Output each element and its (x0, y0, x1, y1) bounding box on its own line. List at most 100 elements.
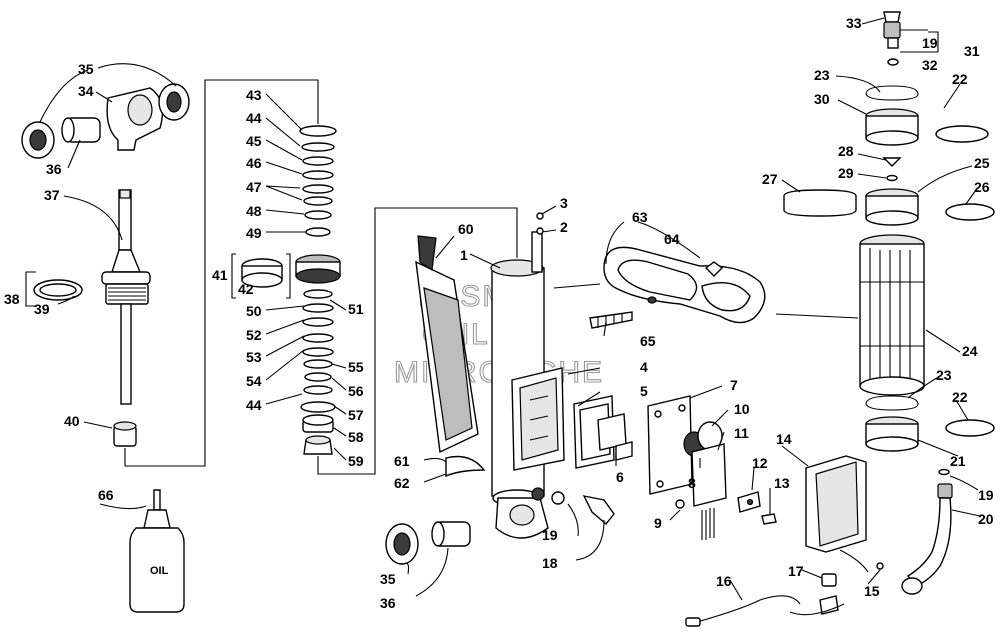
callout-24: 24 (962, 343, 978, 359)
callout-8: 8 (688, 475, 696, 491)
callout-23a: 23 (814, 67, 830, 83)
shaft (101, 189, 151, 405)
callout-39: 39 (34, 301, 50, 317)
callout-42: 42 (238, 281, 254, 297)
callout-5: 5 (640, 383, 648, 399)
callout-55: 55 (348, 359, 364, 375)
decal-sleeve (415, 235, 486, 478)
callout-13: 13 (774, 475, 790, 491)
valve-stack (231, 125, 518, 475)
clamp (589, 246, 766, 329)
fittings (551, 491, 884, 627)
oil-bottle-label: OIL (150, 565, 169, 577)
callout-35: 35 (78, 61, 94, 77)
callout-29: 29 (838, 165, 854, 181)
bracket-clip (737, 491, 777, 525)
callout-11: 11 (734, 425, 749, 441)
callout-1: 1 (460, 247, 468, 263)
callout-43: 43 (246, 87, 262, 103)
callout-65: 65 (640, 333, 656, 349)
connector-line (124, 79, 319, 467)
shaft-eye (106, 87, 164, 151)
callout-19b: 19 (922, 35, 938, 51)
callout-47: 47 (246, 179, 262, 195)
callout-6: 6 (616, 469, 624, 485)
callout-20: 20 (978, 511, 994, 527)
bracket-38 (25, 271, 36, 307)
callout-58: 58 (348, 429, 364, 445)
callout-49: 49 (246, 225, 262, 241)
callout-28: 28 (838, 143, 854, 159)
shaft-assembly (21, 79, 319, 467)
callout-16: 16 (716, 573, 732, 589)
callout-59: 59 (348, 453, 364, 469)
callout-61: 61 (394, 453, 410, 469)
oil-bottle: OIL (129, 489, 185, 613)
callout-60: 60 (458, 221, 474, 237)
callout-numbers: 35 34 36 37 38 39 40 43 44 45 46 47 48 4… (4, 15, 994, 611)
shock-body (490, 212, 565, 539)
sleeve-left (61, 117, 101, 143)
callout-64: 64 (664, 231, 680, 247)
gaskets (573, 395, 633, 469)
callout-14: 14 (776, 431, 792, 447)
front-bushings (385, 521, 471, 565)
o-ring-inner (39, 283, 77, 297)
callout-26: 26 (974, 179, 990, 195)
circuit-board (691, 443, 727, 540)
callout-4: 4 (640, 359, 648, 375)
bushing-right (158, 83, 190, 121)
callout-22b: 22 (952, 389, 968, 405)
callout-17: 17 (788, 563, 804, 579)
callout-62: 62 (394, 475, 410, 491)
callout-50: 50 (246, 303, 262, 319)
callout-56: 56 (348, 383, 364, 399)
callout-66: 66 (98, 487, 114, 503)
callout-63: 63 (632, 209, 648, 225)
callout-36: 36 (46, 161, 62, 177)
callout-19: 19 (542, 527, 558, 543)
leader-lines (39, 17, 981, 601)
callout-15: 15 (864, 583, 880, 599)
callout-25: 25 (974, 155, 990, 171)
callout-36b: 36 (380, 595, 396, 611)
callout-32: 32 (922, 57, 938, 73)
callout-51: 51 (348, 301, 364, 317)
callout-3: 3 (560, 195, 568, 211)
callout-35b: 35 (380, 571, 396, 587)
callout-22a: 22 (952, 71, 968, 87)
bushing-left (21, 121, 55, 159)
callout-37: 37 (44, 187, 60, 203)
callout-21: 21 (950, 453, 966, 469)
callout-33: 33 (846, 15, 862, 31)
callout-54: 54 (246, 373, 262, 389)
callout-7: 7 (730, 377, 738, 393)
callout-48: 48 (246, 203, 262, 219)
callout-9: 9 (654, 515, 662, 531)
callout-52: 52 (246, 327, 262, 343)
callout-19c: 19 (978, 487, 994, 503)
callout-38: 38 (4, 291, 20, 307)
callout-41: 41 (212, 267, 228, 283)
callout-40: 40 (64, 413, 80, 429)
callout-53: 53 (246, 349, 262, 365)
callout-44: 44 (246, 110, 262, 126)
reservoir (783, 11, 995, 595)
callout-45: 45 (246, 133, 262, 149)
callout-57: 57 (348, 407, 364, 423)
callout-34: 34 (78, 83, 94, 99)
callout-2: 2 (560, 219, 568, 235)
callout-12: 12 (752, 455, 768, 471)
callout-23b: 23 (936, 367, 952, 383)
callout-46: 46 (246, 155, 262, 171)
callout-30: 30 (814, 91, 830, 107)
callout-10: 10 (734, 401, 750, 417)
callout-27: 27 (762, 171, 778, 187)
control-module (805, 455, 869, 573)
callout-44b: 44 (246, 397, 262, 413)
callout-31: 31 (964, 43, 980, 59)
callout-18: 18 (542, 555, 558, 571)
shaft-nut (113, 421, 137, 447)
